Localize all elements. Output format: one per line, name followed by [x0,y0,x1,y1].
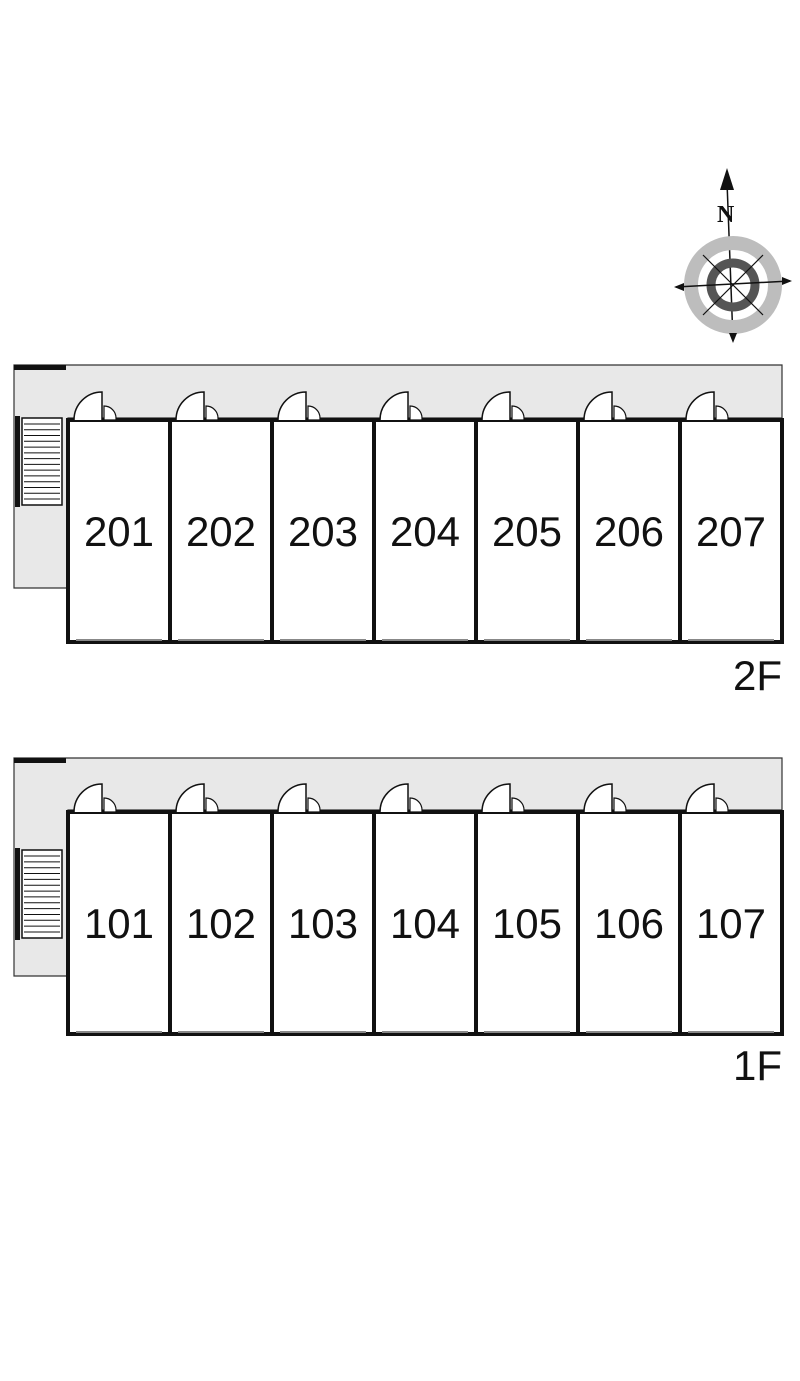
meter-box-103-icon [307,797,321,813]
compass-rose-icon: N [674,168,792,343]
compass-south-head [729,333,737,343]
meter-box-104-icon [409,797,423,813]
stair-1f-rail [15,848,20,940]
door-102-icon [175,783,205,813]
room-106 [576,810,682,1036]
floor-1f: 101 102 103 104 105 106 107 1F [13,757,784,1089]
room-number-202: 202 [186,508,256,555]
door-105-icon [481,783,511,813]
room-number-103: 103 [288,900,358,947]
room-105 [474,810,580,1036]
room-102 [168,810,274,1036]
staircase-2f [15,416,63,507]
room-number-205: 205 [492,508,562,555]
room-207 [678,418,784,644]
door-205-icon [481,391,511,421]
meter-box-105-icon [511,797,525,813]
room-205 [474,418,580,644]
meter-box-207-icon [715,405,729,421]
compass-west-head [674,283,684,291]
floor-label-2f: 2F [733,652,782,699]
door-204-icon [379,391,409,421]
meter-box-205-icon [511,405,525,421]
stair-landing-1f [14,758,66,763]
room-202 [168,418,274,644]
stair-2f-frame [21,417,63,506]
room-101 [66,810,172,1036]
room-number-101: 101 [84,900,154,947]
door-203-icon [277,391,307,421]
door-107-icon [685,783,715,813]
room-number-203: 203 [288,508,358,555]
room-103 [270,810,376,1036]
door-104-icon [379,783,409,813]
door-101-icon [73,783,103,813]
stair-landing-2f [14,365,66,370]
room-number-104: 104 [390,900,460,947]
stair-1f-frame [21,849,63,939]
door-103-icon [277,783,307,813]
compass-axis-ew [675,280,791,288]
rooms-1f: 101 102 103 104 105 106 107 [66,783,784,1036]
meter-box-101-icon [103,797,117,813]
door-201-icon [73,391,103,421]
meter-box-106-icon [613,797,627,813]
room-number-102: 102 [186,900,256,947]
compass-north-label: N [717,202,735,228]
room-number-107: 107 [696,900,766,947]
meter-box-107-icon [715,797,729,813]
meter-box-204-icon [409,405,423,421]
rooms-2f: 201 202 203 204 205 206 207 [66,391,784,644]
room-206 [576,418,682,644]
meter-box-206-icon [613,405,627,421]
floor-2f: 201 202 203 204 205 206 207 2F [13,364,784,699]
meter-box-203-icon [307,405,321,421]
room-number-201: 201 [84,508,154,555]
compass-outer-ring [684,236,782,334]
door-202-icon [175,391,205,421]
stair-2f-rail [15,416,20,507]
room-number-206: 206 [594,508,664,555]
room-107 [678,810,784,1036]
staircase-1f [15,848,63,940]
meter-box-201-icon [103,405,117,421]
compass-east-head [782,277,792,285]
door-106-icon [583,783,613,813]
room-number-105: 105 [492,900,562,947]
door-207-icon [685,391,715,421]
meter-box-102-icon [205,797,219,813]
compass-diagonal-2 [702,254,764,316]
door-206-icon [583,391,613,421]
meter-box-202-icon [205,405,219,421]
north-arrow-head [720,168,734,190]
floor-label-1f: 1F [733,1042,782,1089]
room-number-204: 204 [390,508,460,555]
room-number-106: 106 [594,900,664,947]
room-number-207: 207 [696,508,766,555]
room-203 [270,418,376,644]
